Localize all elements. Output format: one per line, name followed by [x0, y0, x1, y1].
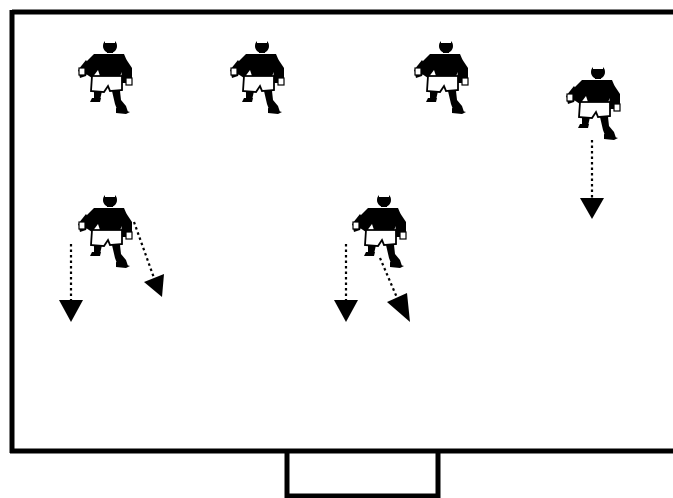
arrowhead-icon: [334, 300, 358, 322]
football-player-icon: [566, 65, 620, 140]
arrowhead-icon: [59, 300, 83, 322]
movement-arrow-line: [134, 222, 154, 278]
movement-arrows: [71, 140, 592, 302]
arrowhead-icon: [144, 274, 164, 297]
arrowhead-icon: [580, 198, 604, 219]
goal-icon: [285, 451, 440, 498]
football-player-icon: [78, 39, 132, 114]
football-player-icon: [414, 39, 468, 114]
players-layer: [78, 39, 620, 268]
football-player-icon: [230, 39, 284, 114]
arrowhead-icon: [387, 293, 410, 322]
football-player-icon: [78, 193, 132, 268]
movement-arrowheads: [59, 198, 604, 322]
football-player-icon: [352, 193, 406, 268]
